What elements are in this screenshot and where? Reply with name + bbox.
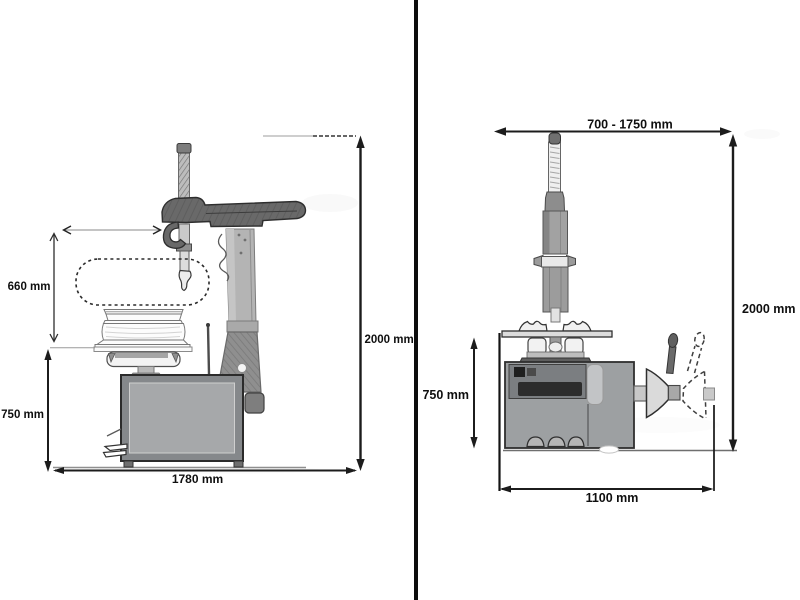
under-table-clamp: [518, 336, 593, 365]
side-swing-arm: [161, 196, 307, 249]
switch-box: [514, 367, 525, 377]
column-foot: [244, 392, 265, 414]
bead-breaker-handle: [665, 345, 677, 375]
dim-label-750-front: 750 mm: [422, 388, 469, 402]
side-cabinet: [120, 374, 244, 468]
front-pedals: [526, 436, 585, 448]
dim-label-660: 660 mm: [8, 281, 51, 293]
dim-label-1780: 1780 mm: [172, 472, 223, 486]
center-divider: [414, 0, 418, 600]
dim-label-700-1750: 700 - 1750 mm: [587, 118, 672, 132]
cabinet-foot-right: [233, 460, 244, 468]
front-dimensions: 700 - 1750 mm 2000 mm 750 mm 1100 mm: [422, 118, 795, 506]
dim-label-2000-side: 2000 mm: [365, 334, 414, 346]
bead-breaker: [633, 333, 681, 419]
wheel-rim: [94, 309, 191, 348]
dim-660-ext-arrow-right: [152, 225, 162, 235]
wing-clamps: [518, 320, 592, 332]
ground-highlight: [599, 445, 619, 454]
tire-outline-dashed: [75, 258, 210, 306]
motor-bar: [518, 382, 582, 396]
side-column: [216, 228, 265, 414]
dim-label-750-side: 750 mm: [1, 409, 44, 421]
turntable-assembly: [93, 346, 193, 376]
side-hex-shaft: [176, 143, 192, 200]
column-pivot-bolt: [237, 363, 247, 373]
handle-knob: [667, 333, 679, 348]
side-view: 660 mm 750 mm 1780 mm 2000 mm: [1, 135, 414, 486]
arm-hook: [162, 221, 187, 249]
alt-position-stub: [703, 387, 715, 401]
cabinet-foot-left: [123, 460, 134, 468]
front-tower: [533, 132, 576, 323]
dim-660-ext-arrow-left: [62, 225, 72, 235]
tower-cap: [548, 132, 561, 145]
side-lever-rod: [206, 323, 211, 375]
front-table-bar: [501, 330, 613, 338]
tower-flange: [533, 254, 576, 268]
cylinder-strip: [586, 364, 604, 405]
side-pedal: [102, 428, 128, 458]
front-view: 700 - 1750 mm 2000 mm 750 mm 1100 mm: [422, 118, 795, 506]
front-cabinet: [504, 361, 635, 449]
duck-head: [178, 269, 192, 292]
side-dimensions: 660 mm 750 mm 1780 mm 2000 mm: [1, 135, 414, 486]
dim-label-2000-front: 2000 mm: [742, 302, 796, 316]
air-hose: [217, 233, 230, 282]
dim-label-1100: 1100 mm: [586, 491, 639, 505]
bead-breaker-mount: [633, 385, 648, 402]
